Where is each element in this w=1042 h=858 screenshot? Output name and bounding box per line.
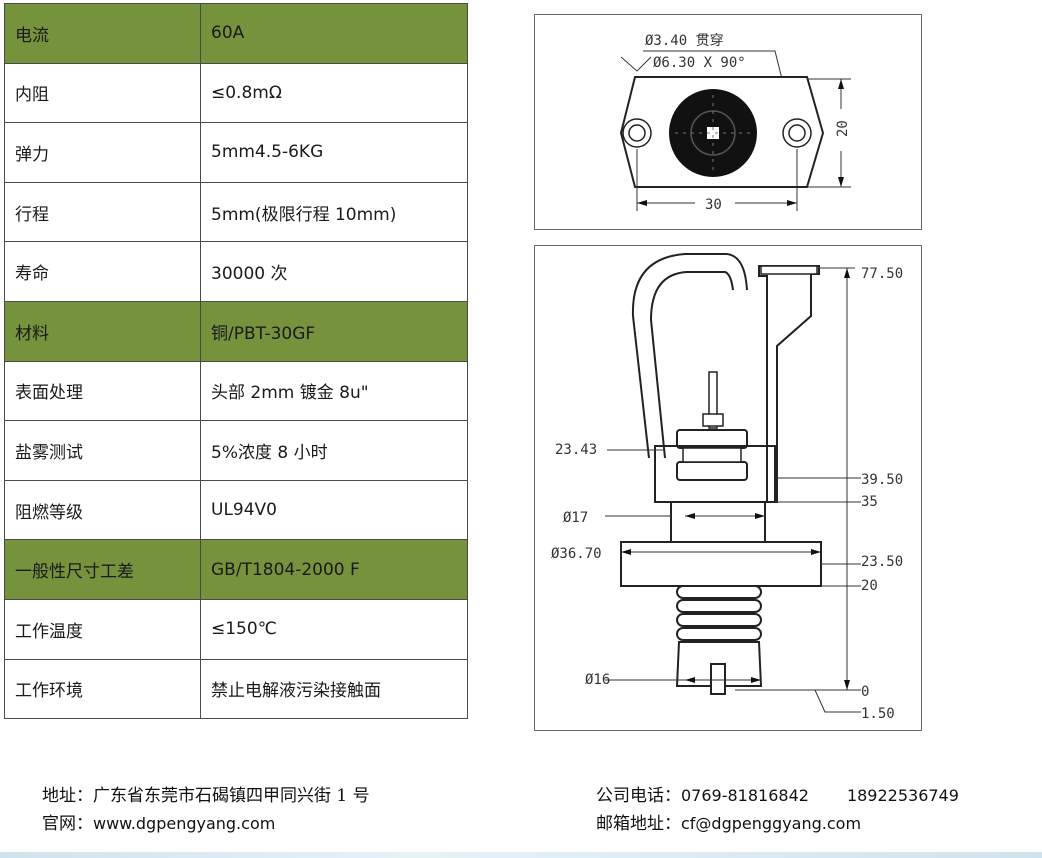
email-label: 邮箱地址：	[596, 814, 681, 834]
dim-d17: Ø17	[563, 510, 588, 526]
phone-number: 0769-81816842	[681, 786, 809, 805]
mobile-number: 18922536749	[846, 786, 959, 805]
spec-label: 工作温度	[4, 598, 201, 660]
spec-label: 工作环境	[4, 658, 201, 720]
spec-value: 头部 2mm 镀金 8u"	[200, 360, 468, 422]
width-dim: 30	[705, 197, 722, 213]
spec-label: 寿命	[4, 241, 201, 302]
dim-d36-70: Ø36.70	[551, 546, 602, 562]
height-dim: 20	[835, 120, 851, 137]
dim-77-50: 77.50	[861, 266, 903, 282]
spec-label: 盐雾测试	[4, 420, 201, 481]
spec-label: 行程	[4, 181, 201, 243]
spec-label: 表面处理	[4, 360, 201, 422]
spec-value: UL94V0	[200, 479, 468, 541]
spec-label: 电流	[4, 3, 201, 64]
spec-row: 材料铜/PBT-30GF	[4, 300, 468, 362]
spec-value: ≤0.8mΩ	[200, 62, 468, 124]
spec-value: GB/T1804-2000 F	[200, 539, 468, 600]
spec-value: 5mm(极限行程 10mm)	[200, 181, 468, 243]
spec-row: 工作环境禁止电解液污染接触面	[4, 658, 468, 720]
spec-label: 内阻	[4, 62, 201, 124]
dim-1-50: 1.50	[861, 706, 895, 722]
dim-23-43: 23.43	[555, 442, 597, 458]
front-view-drawing: 23.43 Ø17 Ø36.70 Ø16 77.50 39.50 35 23.5…	[534, 245, 922, 731]
spec-label: 材料	[4, 300, 201, 362]
spec-value: 5%浓度 8 小时	[200, 420, 468, 481]
dim-23-50: 23.50	[861, 554, 903, 570]
bottom-band	[0, 852, 1042, 858]
website-line: 官网：www.dgpengyang.com	[42, 810, 370, 838]
countersink-note: Ø6.30 X 90°	[653, 55, 746, 71]
spec-value: 铜/PBT-30GF	[200, 300, 468, 362]
dim-d16: Ø16	[585, 672, 610, 688]
dim-0: 0	[861, 684, 869, 700]
spec-value: 禁止电解液污染接触面	[200, 658, 468, 720]
spec-row: 工作温度≤150℃	[4, 598, 468, 660]
dim-35: 35	[861, 494, 878, 510]
footer-left: 地址：广东省东莞市石碣镇四甲同兴街 1 号 官网：www.dgpengyang.…	[42, 782, 370, 838]
email-line: 邮箱地址：cf@dgpenggyang.com	[596, 810, 959, 838]
website-link[interactable]: www.dgpengyang.com	[93, 814, 276, 833]
spec-label: 一般性尺寸工差	[4, 539, 201, 600]
hole-note: Ø3.40 贯穿	[645, 33, 724, 49]
spec-value: 5mm4.5-6KG	[200, 122, 468, 183]
spec-value: ≤150℃	[200, 598, 468, 660]
phone-label: 公司电话：	[596, 786, 681, 806]
top-view-drawing: Ø3.40 贯穿 Ø6.30 X 90° 30 20	[534, 14, 922, 230]
address-text: 广东省东莞市石碣镇四甲同兴街 1 号	[93, 786, 370, 806]
dim-39-50: 39.50	[861, 472, 903, 488]
dim-20: 20	[861, 578, 878, 594]
spec-label: 弹力	[4, 122, 201, 183]
spec-label: 阻燃等级	[4, 479, 201, 541]
address-label: 地址：	[42, 786, 93, 806]
spec-row: 内阻≤0.8mΩ	[4, 62, 468, 124]
website-label: 官网：	[42, 814, 93, 834]
spec-value: 60A	[200, 3, 468, 64]
address-line: 地址：广东省东莞市石碣镇四甲同兴街 1 号	[42, 782, 370, 810]
spec-value: 30000 次	[200, 241, 468, 302]
footer-right: 公司电话：0769-81816842 18922536749 邮箱地址：cf@dg…	[596, 782, 959, 838]
phone-line: 公司电话：0769-81816842 18922536749	[596, 782, 959, 810]
email-address[interactable]: cf@dgpenggyang.com	[681, 814, 862, 833]
spec-row: 表面处理头部 2mm 镀金 8u"	[4, 360, 468, 422]
